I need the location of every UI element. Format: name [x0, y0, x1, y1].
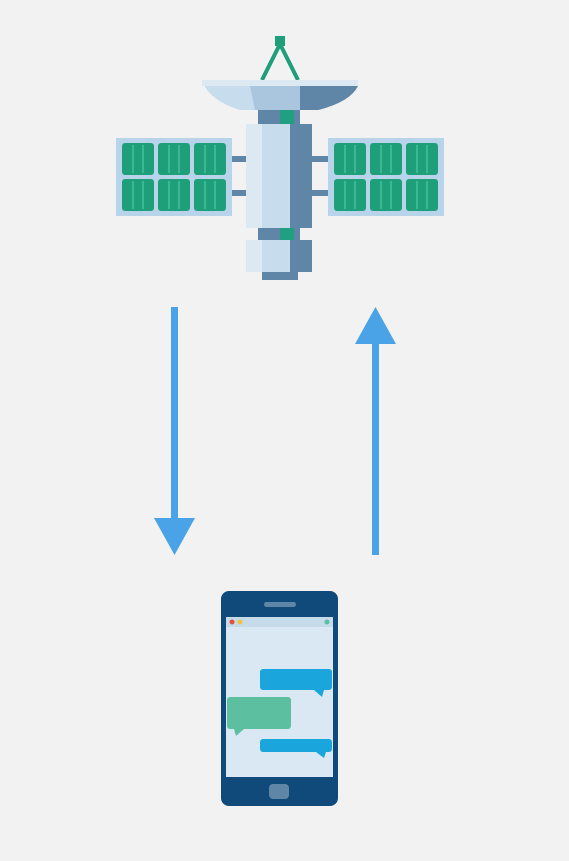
- chat-bubble-incoming: [260, 669, 332, 697]
- satellite-body: [246, 124, 312, 228]
- panel-arms: [232, 156, 328, 196]
- satellite-base: [246, 240, 312, 280]
- arrow-up-icon: [355, 307, 396, 555]
- solar-panel-right: [328, 138, 444, 216]
- antenna: [260, 36, 300, 81]
- phone-home-button[interactable]: [269, 784, 289, 799]
- smartphone-icon: [221, 591, 338, 806]
- chat-bubble-incoming-small: [260, 739, 332, 758]
- screen-status-bar: [226, 617, 333, 627]
- arrow-down-icon: [154, 307, 195, 555]
- chat-bubble-outgoing: [227, 697, 291, 736]
- phone-earpiece: [264, 602, 296, 607]
- solar-panel-left: [116, 138, 232, 216]
- satellite-dish: [202, 80, 358, 110]
- satellite-icon: [116, 36, 444, 280]
